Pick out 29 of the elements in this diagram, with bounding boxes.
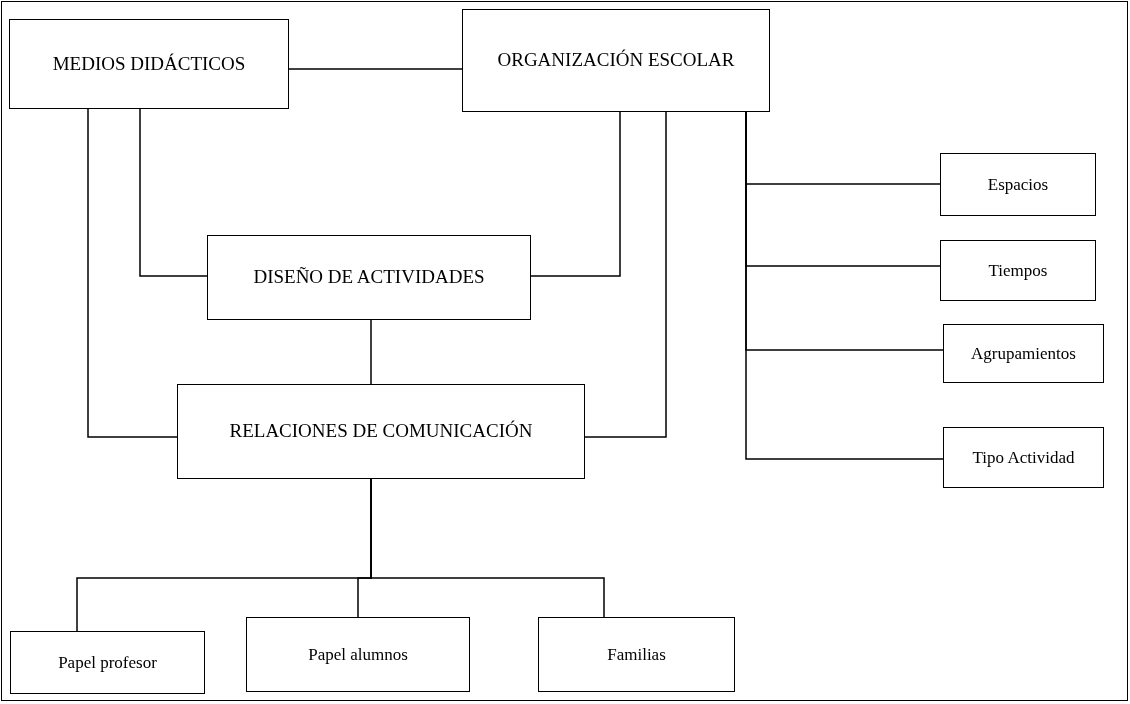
box-label: Tipo Actividad [972, 446, 1075, 469]
box-label: MEDIOS DIDÁCTICOS [52, 51, 246, 76]
box-label: RELACIONES DE COMUNICACIÓN [229, 419, 533, 444]
concept-box [940, 153, 1096, 216]
concept-box [538, 617, 735, 692]
connector-line [370, 319, 372, 385]
box-label: Agrupamientos [971, 342, 1076, 365]
connector-line [530, 111, 621, 277]
box-label: Espacios [987, 173, 1049, 196]
concept-box [177, 384, 585, 479]
concept-box [943, 324, 1104, 383]
box-label: DISEÑO DE ACTIVIDADES [253, 265, 485, 290]
concept-box [940, 240, 1096, 301]
box-label: Familias [607, 643, 666, 666]
connector-line [288, 68, 463, 70]
connector-line [139, 108, 208, 277]
concept-box [943, 427, 1104, 488]
concept-box [207, 235, 531, 320]
box-label: Papel alumnos [308, 643, 408, 666]
concept-box [462, 9, 770, 112]
concept-box [9, 19, 289, 109]
connector-line [87, 108, 178, 438]
box-label: Tiempos [988, 259, 1048, 282]
box-label: ORGANIZACIÓN ESCOLAR [497, 48, 735, 73]
connector-line [584, 111, 667, 438]
box-label: Papel profesor [58, 651, 157, 674]
connector-line [370, 478, 605, 618]
concept-box [10, 631, 205, 694]
concept-box [246, 617, 470, 692]
